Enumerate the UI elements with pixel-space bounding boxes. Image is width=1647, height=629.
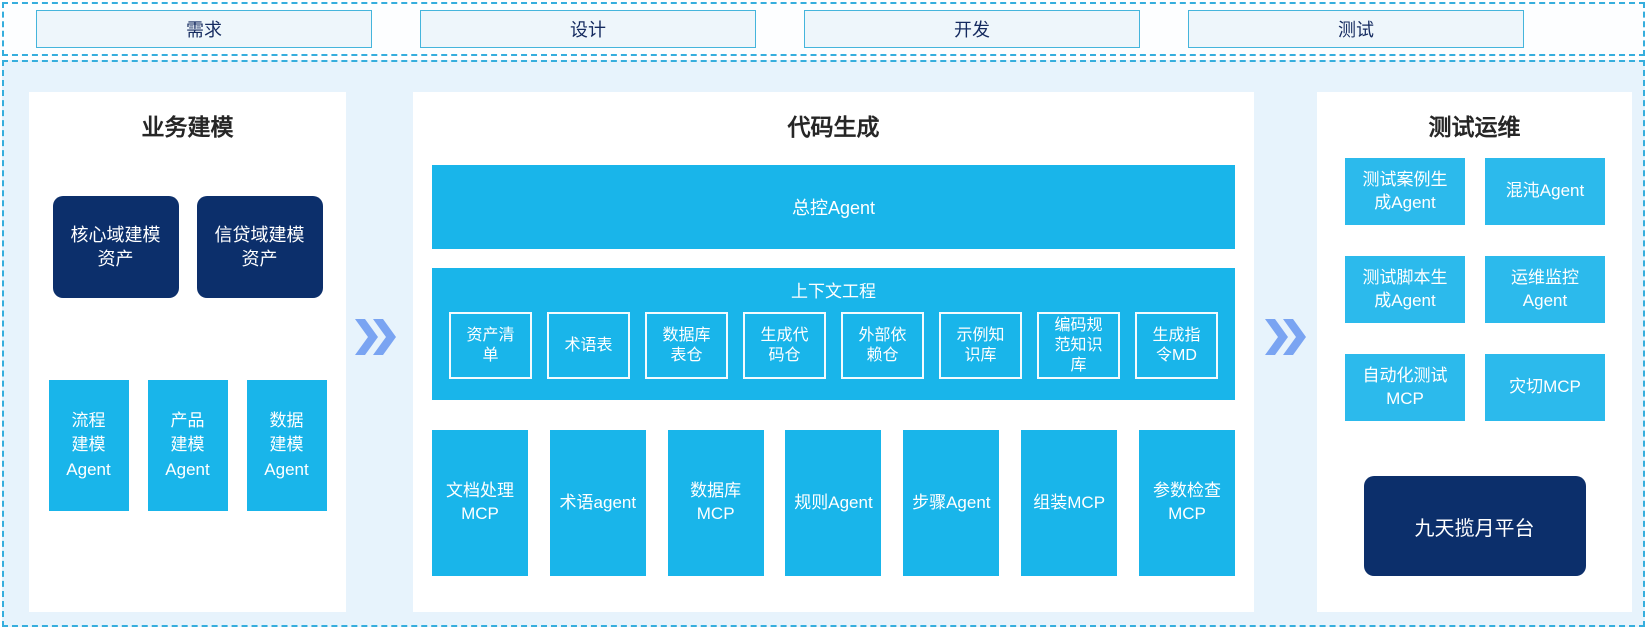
- code-generation-title: 代码生成: [787, 114, 880, 140]
- product-modeling-agent-box: 产品 建模 Agent: [147, 380, 228, 511]
- modeling-agent-row: 流程 建模 Agent 产品 建模 Agent 数据 建模 Agent: [29, 380, 346, 511]
- phase-band: 需求 设计 开发 测试: [2, 2, 1645, 56]
- phase-box-development: 开发: [804, 10, 1140, 48]
- document-processing-mcp-box: 文档处理 MCP: [432, 430, 528, 576]
- phase-box-testing: 测试: [1188, 10, 1524, 48]
- glossary-box: 术语表: [547, 312, 630, 379]
- context-engineering-title: 上下文工程: [791, 282, 876, 301]
- master-agent-bar: 总控Agent: [432, 165, 1235, 249]
- generated-code-repo-box: 生成代 码仓: [743, 312, 826, 379]
- external-dependency-repo-box: 外部依 赖仓: [841, 312, 924, 379]
- ops-monitoring-agent-box: 运维监控 Agent: [1485, 256, 1605, 323]
- db-table-repo-box: 数据库 表仓: [645, 312, 728, 379]
- phase-box-requirements: 需求: [36, 10, 372, 48]
- context-item-row: 资产清 单 术语表 数据库 表仓 生成代 码仓 外部依 赖仓 示例知 识库 编码…: [432, 312, 1235, 379]
- test-ops-grid: 测试案例生 成Agent 混沌Agent 测试脚本生 成Agent 运维监控 A…: [1345, 158, 1605, 421]
- step-agent-box: 步骤Agent: [903, 430, 1000, 576]
- process-modeling-agent-box: 流程 建模 Agent: [48, 380, 129, 511]
- automated-testing-mcp-box: 自动化测试 MCP: [1345, 354, 1465, 421]
- data-modeling-agent-box: 数据 建模 Agent: [246, 380, 327, 511]
- main-band: 业务建模 核心域建模 资产 信贷域建模 资产 流程 建模 Agent 产品 建模…: [2, 60, 1645, 627]
- tool-row: 文档处理 MCP 术语agent 数据库 MCP 规则Agent 步骤Agent…: [432, 430, 1235, 576]
- context-engineering-box: 上下文工程 资产清 单 术语表 数据库 表仓 生成代 码仓 外部依 赖仓 示例知…: [432, 268, 1235, 400]
- panel-code-generation: 代码生成 总控Agent 上下文工程 资产清 单 术语表 数据库 表仓 生成代 …: [413, 92, 1254, 612]
- panel-business-modeling: 业务建模 核心域建模 资产 信贷域建模 资产 流程 建模 Agent 产品 建模…: [29, 92, 346, 612]
- double-chevron-icon: [355, 319, 396, 355]
- phase-box-design: 设计: [420, 10, 756, 48]
- disaster-switch-mcp-box: 灾切MCP: [1485, 354, 1605, 421]
- jiutian-lanyue-platform-box: 九天揽月平台: [1363, 476, 1586, 576]
- credit-domain-asset-box: 信贷域建模 资产: [196, 196, 323, 298]
- database-mcp-box: 数据库 MCP: [667, 430, 764, 576]
- modeling-asset-row: 核心域建模 资产 信贷域建模 资产: [29, 196, 346, 298]
- core-domain-asset-box: 核心域建模 资产: [52, 196, 179, 298]
- parameter-check-mcp-box: 参数检查 MCP: [1138, 430, 1235, 576]
- rule-agent-box: 规则Agent: [785, 430, 882, 576]
- test-case-generation-agent-box: 测试案例生 成Agent: [1345, 158, 1465, 225]
- example-knowledge-base-box: 示例知 识库: [939, 312, 1022, 379]
- generated-instruction-md-box: 生成指 令MD: [1135, 312, 1218, 379]
- test-ops-title: 测试运维: [1428, 114, 1521, 140]
- asset-list-box: 资产清 单: [449, 312, 532, 379]
- coding-standard-knowledge-base-box: 编码规 范知识 库: [1037, 312, 1120, 379]
- business-modeling-title: 业务建模: [141, 114, 234, 140]
- double-chevron-icon: [1265, 319, 1306, 355]
- panel-test-ops: 测试运维 测试案例生 成Agent 混沌Agent 测试脚本生 成Agent 运…: [1317, 92, 1632, 612]
- terminology-agent-box: 术语agent: [549, 430, 646, 576]
- assembly-mcp-box: 组装MCP: [1021, 430, 1118, 576]
- test-script-generation-agent-box: 测试脚本生 成Agent: [1345, 256, 1465, 323]
- chaos-agent-box: 混沌Agent: [1485, 158, 1605, 225]
